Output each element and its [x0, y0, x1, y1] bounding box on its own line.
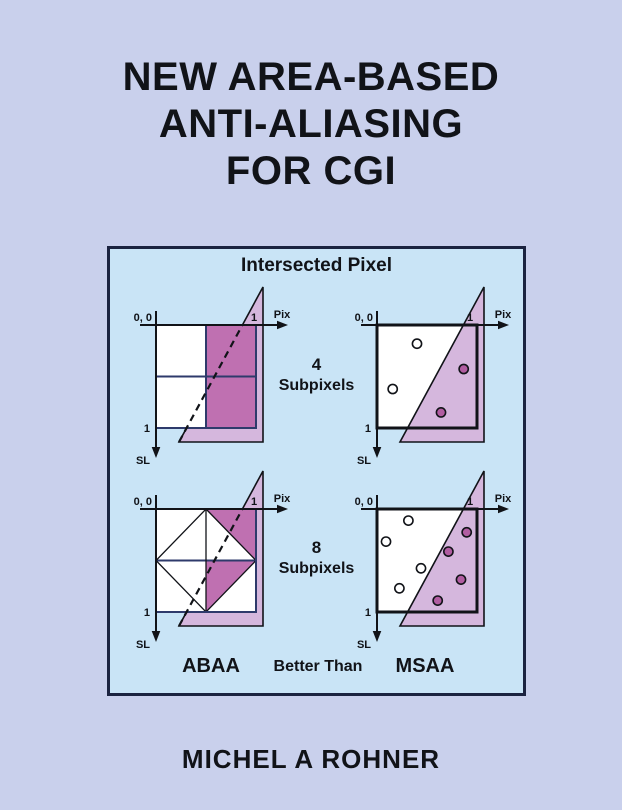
figure-abaa-8-subpixels: 0, 0 1 Pix 1 SL [134, 470, 291, 651]
sample-point-covered [435, 406, 447, 418]
sl-axis-label: SL [357, 455, 371, 467]
pix-one-label: 1 [467, 496, 473, 508]
subpixel-count: 4 [311, 355, 322, 374]
edge-dashed-line [178, 508, 244, 627]
sl-axis-arrow-icon [372, 447, 382, 458]
sample-point-covered [461, 526, 473, 538]
sl-one-label: 1 [144, 423, 150, 435]
title-line-3: FOR CGI [225, 149, 397, 193]
subpixel-unit: Subpixels [278, 377, 355, 394]
origin-label: 0, 0 [134, 312, 152, 324]
pix-axis-label: Pix [495, 493, 512, 505]
figure-abaa-4-subpixels: 0, 0 1 Pix 1 SL [134, 286, 291, 467]
subpixel-unit: Subpixels [278, 560, 355, 577]
sample-point-covered [443, 546, 454, 557]
figure-msaa-4-samples: 0, 0 1 Pix 1 SL [355, 286, 512, 467]
subpixel-count-row-2: 8 Subpixels [110, 537, 523, 579]
pix-axis-arrow-icon [277, 320, 288, 330]
sample-point-uncovered [380, 536, 392, 547]
sl-axis-label: SL [136, 639, 150, 651]
pix-one-label: 1 [251, 312, 257, 324]
sl-one-label: 1 [144, 607, 150, 619]
sample-point-uncovered [394, 582, 405, 594]
sl-one-label: 1 [365, 423, 371, 435]
sl-axis-arrow-icon [151, 447, 161, 458]
caption-better-than: Better Than [273, 658, 363, 675]
sample-point-uncovered [403, 515, 414, 526]
edge-dashed-line [178, 324, 244, 443]
pix-axis-arrow-icon [277, 504, 288, 514]
origin-label: 0, 0 [355, 312, 373, 324]
pix-one-label: 1 [251, 496, 257, 508]
sample-point-uncovered [415, 562, 427, 574]
book-title: NEW AREA-BASED ANTI-ALIASING FOR CGI [0, 54, 622, 195]
sl-axis-label: SL [357, 639, 371, 651]
origin-label: 0, 0 [134, 496, 152, 508]
pix-axis-label: Pix [274, 309, 291, 321]
diagram-panel: Intersected Pixel 0, 0 1 Pix 1 SL [107, 246, 526, 696]
title-line-2: ANTI-ALIASING [158, 102, 464, 146]
author-name: MICHEL A ROHNER [181, 744, 441, 774]
figure-msaa-8-samples: 0, 0 1 Pix 1 SL [355, 470, 512, 651]
sl-axis-arrow-icon [372, 631, 382, 642]
pix-axis-label: Pix [274, 493, 291, 505]
pix-one-label: 1 [467, 312, 473, 324]
sample-point-uncovered [387, 383, 399, 395]
title-line-1: NEW AREA-BASED [122, 55, 500, 99]
caption-abaa: ABAA [182, 655, 240, 677]
panel-heading: Intersected Pixel [240, 255, 393, 276]
pix-axis-label: Pix [495, 309, 512, 321]
sl-axis-arrow-icon [151, 631, 161, 642]
subpixel-count: 8 [311, 538, 322, 557]
pix-axis-arrow-icon [498, 320, 509, 330]
subpixel-count-row-1: 4 Subpixels [110, 354, 523, 396]
sample-point-covered [458, 363, 470, 375]
sl-one-label: 1 [365, 607, 371, 619]
caption-msaa: MSAA [395, 655, 455, 677]
pix-axis-arrow-icon [498, 504, 509, 514]
sample-point-covered [455, 574, 467, 585]
origin-label: 0, 0 [355, 496, 373, 508]
sl-axis-label: SL [136, 455, 150, 467]
sample-point-covered [432, 595, 444, 606]
sample-point-uncovered [411, 338, 423, 350]
